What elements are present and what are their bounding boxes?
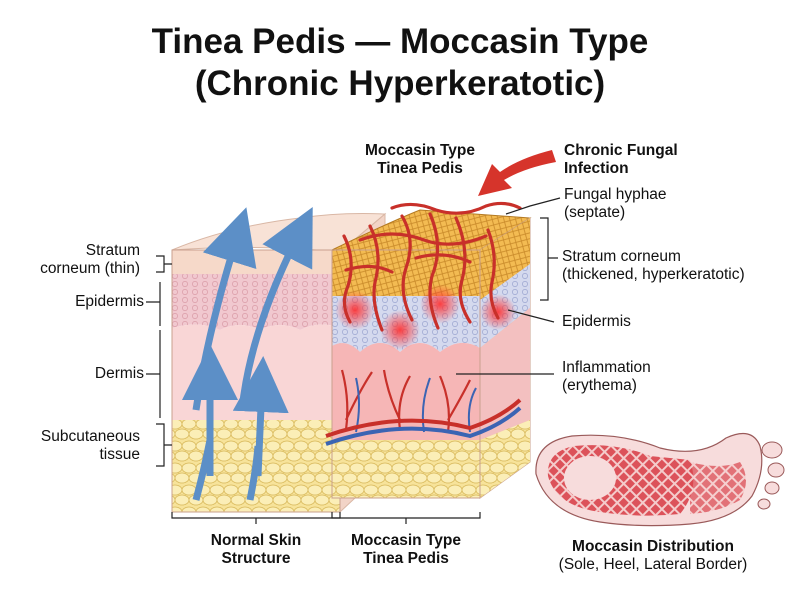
label-chronic-infection: Chronic Fungal Infection [564,142,678,178]
label-epidermis-normal: Epidermis [75,293,144,310]
label-text: Stratum [85,242,140,259]
right-leader-lines [456,197,561,375]
label-subcutaneous: Subcutaneous tissue [41,428,140,464]
label-moccasin-distribution: Moccasin Distribution (Sole, Heel, Later… [538,538,768,574]
label-stratum-corneum-normal: Stratum corneum (thin) [40,242,140,278]
label-text: Subcutaneous [40,428,140,445]
label-text: Moccasin Type [365,142,475,159]
moccasin-skin-block [325,201,532,499]
label-normal-skin: Normal Skin Structure [186,532,326,568]
label-text: corneum (thin) [40,260,140,277]
label-text: Moccasin Distribution [572,538,734,555]
label-epidermis-moccasin: Epidermis [562,313,631,330]
label-text: Tinea Pedis [363,550,449,567]
page-title-line2: (Chronic Hyperkeratotic) [194,64,606,103]
label-inflammation: Inflammation (erythema) [562,359,651,395]
label-text: (septate) [564,204,626,221]
label-dermis: Dermis [94,365,144,382]
label-moccasin-top: Moccasin Type Tinea Pedis [352,142,488,178]
fungal-hyphae [342,201,522,332]
label-text: Inflammation [562,359,651,376]
label-fungal-hyphae: Fungal hyphae (septate) [564,186,667,222]
label-text: Normal Skin [210,532,302,549]
label-text: Tinea Pedis [377,160,463,177]
foot-illustration [535,432,785,527]
label-moccasin-bottom: Moccasin Type Tinea Pedis [336,532,476,568]
label-text: Infection [564,160,629,177]
label-text: Stratum corneum [562,248,681,265]
label-text: Moccasin Type [351,532,461,549]
label-text: (erythema) [562,377,637,394]
page-title-line1: Tinea Pedis — Moccasin Type [151,22,649,61]
label-text: tissue [99,446,141,463]
label-stratum-thickened: Stratum corneum (thickened, hyperkeratot… [562,248,745,284]
label-text: (thickened, hyperkeratotic) [562,266,745,283]
label-text: Chronic Fungal [564,142,678,159]
left-leader-lines [146,255,481,524]
label-text: Structure [221,550,291,567]
label-text: (Sole, Heel, Lateral Border) [558,556,748,573]
label-text: Fungal hyphae [564,186,667,203]
infection-arrow [478,150,556,196]
